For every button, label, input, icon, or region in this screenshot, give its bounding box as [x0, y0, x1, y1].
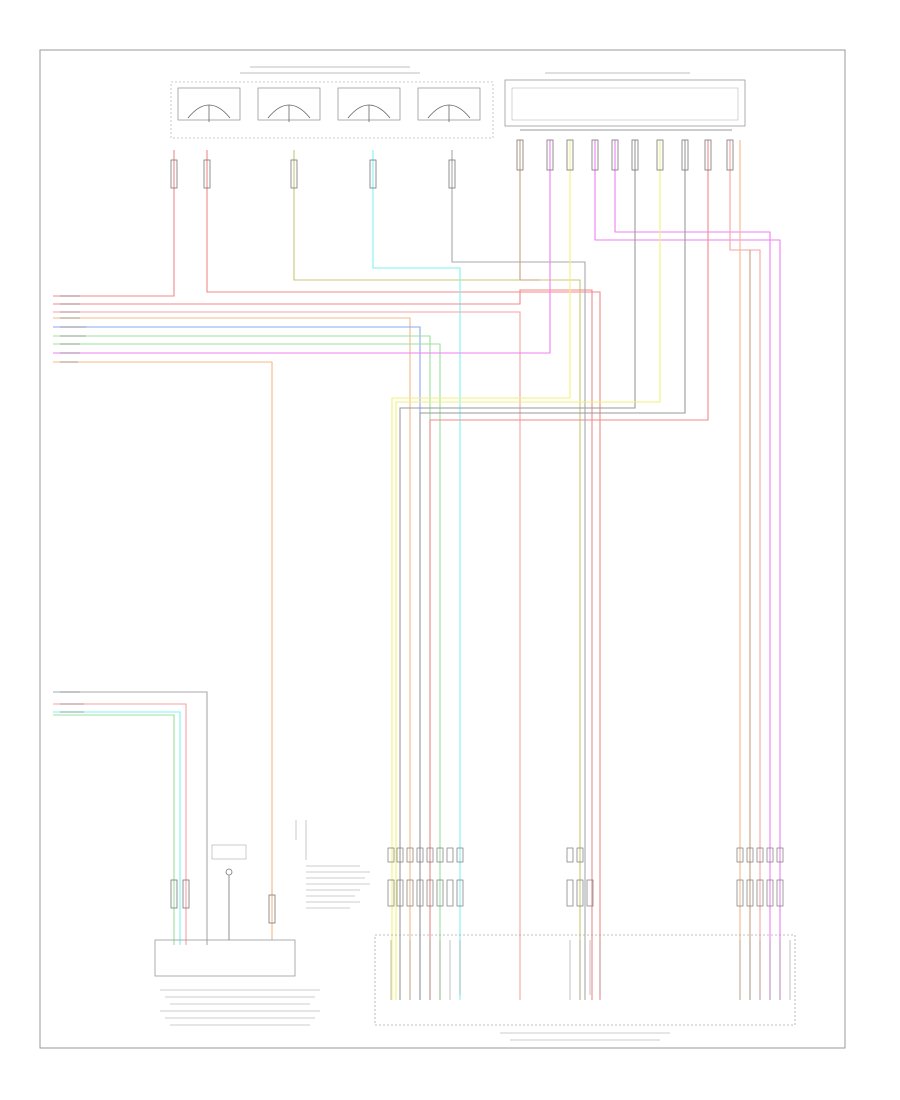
sensor-unit-2 — [257, 87, 321, 122]
top-left-component — [170, 66, 494, 139]
side-note-lines — [295, 820, 370, 909]
sensor-unit-4 — [417, 87, 481, 122]
sensor-unit-1 — [177, 87, 241, 122]
left-bus-labels — [60, 295, 86, 713]
sensor-unit-3 — [337, 87, 401, 122]
top-right-connector — [504, 72, 746, 131]
diagram-frame — [39, 49, 846, 1049]
bottom-wire-connectors — [387, 847, 784, 907]
wires — [53, 140, 781, 1000]
bottom-pin-label-strokes — [390, 940, 791, 1000]
bottom-left-module — [154, 844, 320, 1026]
bottom-right-module — [374, 934, 796, 1041]
top-wire-connectors — [170, 139, 734, 189]
